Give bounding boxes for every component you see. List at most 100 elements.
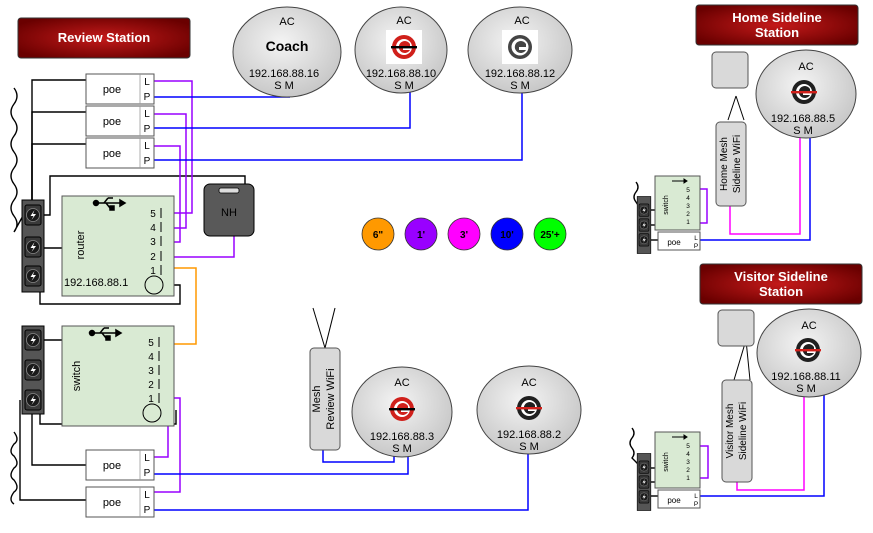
switch-port-3: 3 [148, 366, 154, 377]
mesh-home-wifi: Home Mesh Sideline WiFi [715, 121, 747, 207]
outlet-icon [638, 233, 650, 247]
router-label: router [75, 230, 87, 259]
access-point-3: AC 192.168.88.3 S M [351, 366, 453, 458]
svg-text:L: L [144, 109, 150, 120]
outlet-icon [24, 359, 42, 381]
ap-ip: 192.168.88.10 [366, 68, 436, 80]
ap-type-label: AC [798, 61, 813, 73]
svg-text:3: 3 [686, 203, 690, 210]
legend-label: 25'+ [540, 230, 560, 241]
power-strip-router [21, 199, 45, 293]
svg-text:L: L [694, 235, 698, 242]
svg-text:1: 1 [686, 475, 690, 482]
svg-text:P: P [694, 501, 698, 508]
nh-device: NH [203, 183, 255, 237]
legend-swatch [361, 217, 395, 251]
power-strip-home [636, 196, 652, 254]
switch: switch 5 4 3 2 1 [61, 325, 175, 427]
ap-ports: S M [392, 443, 412, 455]
usb-icon [88, 327, 123, 341]
svg-text:3: 3 [686, 459, 690, 466]
home-poe-injector: poe L P [657, 231, 701, 251]
access-point-2: AC 192.168.88.2 S M [476, 365, 582, 455]
poe-injector: poe L P [85, 137, 155, 169]
nh-label: NH [221, 207, 237, 219]
ap-ports: S M [510, 80, 530, 92]
svg-text:5: 5 [686, 187, 690, 194]
visitor-station-label: Visitor Sideline Station [734, 269, 828, 299]
usb-icon [672, 178, 688, 184]
svg-text:Mesh: Mesh [311, 386, 323, 413]
svg-text:P: P [144, 156, 151, 167]
switch-port-1: 1 [148, 394, 154, 405]
legend-swatch [490, 217, 524, 251]
ap-ip: 192.168.88.12 [485, 68, 555, 80]
home-station-header: Home Sideline Station [695, 4, 859, 46]
poe-injector: poe L P [85, 105, 155, 137]
visitor-station-header: Visitor Sideline Station [699, 263, 863, 305]
power-cable [31, 400, 86, 466]
legend-label: 6" [373, 230, 384, 241]
switch-port-5: 5 [148, 338, 154, 349]
svg-text:poe: poe [103, 460, 121, 472]
svg-text:Sideline WiFi: Sideline WiFi [732, 135, 743, 193]
access-point-12: AC 192.168.88.12 S M [467, 6, 573, 94]
ap-type-label: AC [396, 15, 411, 27]
svg-text:poe: poe [103, 148, 121, 160]
legend-swatch [404, 217, 438, 251]
svg-text:Visitor Mesh: Visitor Mesh [725, 404, 736, 459]
svg-text:Sideline WiFi: Sideline WiFi [738, 402, 749, 460]
svg-text:poe: poe [103, 116, 121, 128]
ap-ports: S M [274, 80, 294, 92]
ap-ports: S M [394, 80, 414, 92]
legend-label: 3' [460, 230, 468, 241]
switch-port-4: 4 [148, 352, 154, 363]
ap-ip: 192.168.88.3 [370, 431, 434, 443]
outlet-icon [24, 204, 42, 226]
mesh-visitor-wifi: Visitor Mesh Sideline WiFi [721, 379, 753, 483]
access-point-5: AC 192.168.88.5 S M [755, 49, 857, 139]
outlet-icon [638, 490, 650, 504]
router-port-2: 2 [150, 252, 156, 263]
mesh-review-wifi: Mesh Review WiFi [309, 347, 341, 451]
logo-icon [508, 35, 532, 59]
legend-label: 10' [500, 230, 514, 241]
outlet-icon [24, 389, 42, 411]
router-port-1: 1 [150, 266, 156, 277]
router: router 192.168.88.1 5 4 3 2 1 [61, 195, 175, 297]
svg-text:poe: poe [667, 496, 681, 505]
access-point-10: AC 192.168.88.10 S M [354, 6, 448, 94]
svg-text:4: 4 [686, 451, 690, 458]
ap-ip: 192.168.88.11 [771, 371, 841, 383]
outlet-icon [638, 203, 650, 217]
power-strip-switch [21, 325, 45, 415]
poe-injector: poe L P [85, 449, 155, 481]
coil-cable [10, 431, 18, 505]
ap-type-label: AC [521, 377, 536, 389]
svg-text:poe: poe [667, 238, 681, 247]
router-ip: 192.168.88.1 [64, 277, 128, 289]
legend-swatch [447, 217, 481, 251]
ap-ip: 192.168.88.16 [249, 68, 319, 80]
svg-text:switch: switch [663, 452, 670, 472]
home-switch: switch 5 4 3 2 1 [654, 175, 701, 231]
svg-text:L: L [144, 490, 150, 501]
svg-text:switch: switch [663, 195, 670, 215]
switch-label: switch [71, 361, 83, 392]
review-station-label: Review Station [58, 30, 151, 45]
svg-text:P: P [144, 92, 151, 103]
svg-text:4: 4 [686, 195, 690, 202]
router-port-5: 5 [150, 209, 156, 220]
legend-label: 1' [417, 230, 425, 241]
outlet-icon [638, 475, 650, 489]
svg-text:L: L [694, 493, 698, 500]
coil-cable [10, 87, 25, 233]
power-cable [31, 79, 86, 214]
svg-text:poe: poe [103, 497, 121, 509]
outlet-icon [638, 460, 650, 474]
switch-port-2: 2 [148, 380, 154, 391]
ap-ip: 192.168.88.5 [771, 113, 835, 125]
poe-injector: poe L P [85, 486, 155, 518]
ap-type-label: AC [279, 16, 294, 28]
